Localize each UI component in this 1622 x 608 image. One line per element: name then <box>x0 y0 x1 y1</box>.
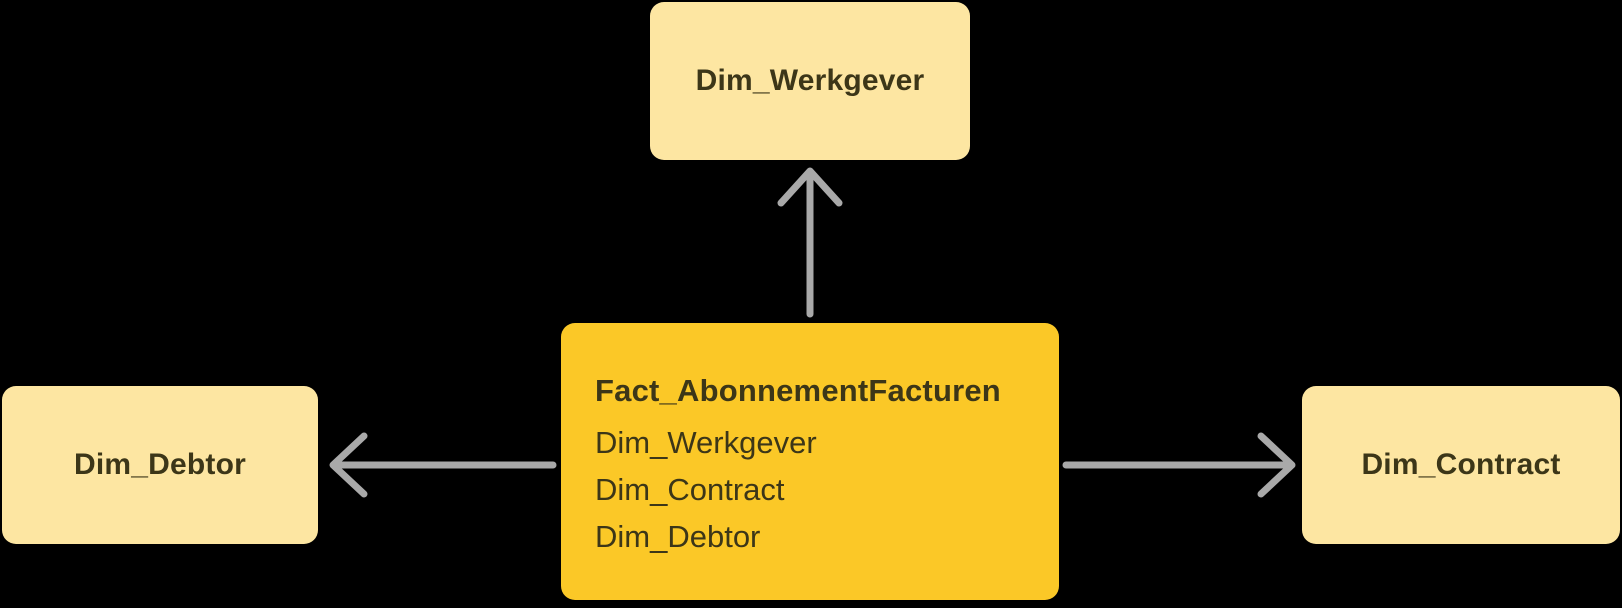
arrow-left-head-icon <box>329 432 368 498</box>
dim-contract-label: Dim_Contract <box>1361 448 1561 481</box>
arrow-fact-to-dim-debtor <box>329 432 557 498</box>
arrow-fact-to-dim-contract <box>1062 432 1296 498</box>
dim-werkgever-node[interactable]: Dim_Werkgever <box>650 2 970 160</box>
fact-field-dim-debtor: Dim_Debtor <box>595 519 761 554</box>
dim-werkgever-label: Dim_Werkgever <box>695 64 925 97</box>
arrow-right-head-icon <box>1257 432 1296 498</box>
arrow-up-head-icon <box>777 167 843 207</box>
fact-field-dim-werkgever: Dim_Werkgever <box>595 425 817 460</box>
dim-debtor-node[interactable]: Dim_Debtor <box>2 386 318 544</box>
fact-table-node[interactable]: Fact_AbonnementFacturen Dim_Werkgever Di… <box>561 323 1059 600</box>
dim-contract-node[interactable]: Dim_Contract <box>1302 386 1620 544</box>
arrow-fact-to-dim-werkgever <box>777 167 843 318</box>
fact-table-title: Fact_AbonnementFacturen <box>595 373 1001 408</box>
dim-debtor-label: Dim_Debtor <box>73 448 247 481</box>
fact-field-dim-contract: Dim_Contract <box>595 472 785 507</box>
